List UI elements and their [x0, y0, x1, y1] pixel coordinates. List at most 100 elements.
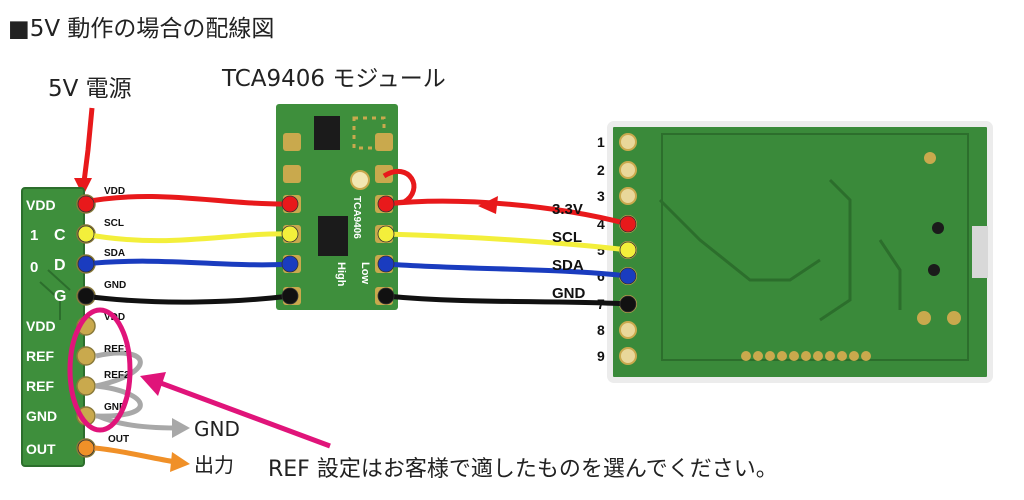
wire-end-cap — [619, 241, 637, 259]
sensor-bottom-pad — [765, 351, 775, 361]
wire-end-cap — [619, 215, 637, 233]
left-label-sda: SDA — [104, 248, 125, 259]
left-label-out: OUT — [108, 434, 129, 445]
left-board: VDD C D G VDD REF REF GND OUT 1 0 — [21, 187, 96, 467]
sensor-bottom-pad — [801, 351, 811, 361]
power-label: 5V 電源 — [48, 76, 132, 102]
wire-scl-left — [83, 231, 291, 244]
sensor-pin-number: 3 — [597, 188, 605, 204]
wire-ref1-loop — [95, 350, 143, 389]
left-silk-vdd: VDD — [26, 197, 56, 213]
wire-gnd-right — [385, 293, 629, 307]
left-silk-ref1: REF — [26, 348, 54, 364]
module-pad-r — [375, 133, 393, 151]
gnd-output-label: GND — [194, 417, 240, 441]
left-silk-c: C — [54, 227, 66, 244]
page-title: ■5V 動作の場合の配線図 — [8, 16, 274, 42]
sensor-trace — [878, 239, 902, 310]
wire-end-cap — [377, 287, 395, 305]
out-arrow-head — [170, 452, 190, 472]
module-pad-l — [283, 165, 301, 183]
left-label-gnd2: GND — [104, 402, 126, 413]
left-board-pad — [76, 376, 96, 396]
sensor-pin-number: 8 — [597, 322, 605, 338]
wire-vdd-right — [385, 198, 629, 227]
sensor-pin-pad — [619, 347, 637, 365]
right-label-gnd: GND — [552, 285, 586, 302]
wire-sda-left — [83, 258, 291, 268]
module-silk-part: TCA9406 — [351, 196, 362, 239]
sensor-pin-number: 5 — [597, 242, 605, 258]
sensor-trace — [819, 178, 852, 322]
wire-vdd-left — [83, 193, 291, 207]
wire-out — [93, 445, 177, 465]
wire-end-cap — [377, 225, 395, 243]
left-silk-g: G — [54, 288, 66, 305]
sensor-connector — [972, 226, 988, 278]
sensor-pad — [917, 311, 931, 325]
module-jumper-pad — [350, 170, 370, 190]
right-label-3v3: 3.3V — [552, 201, 583, 218]
sensor-trace — [658, 198, 821, 282]
sensor-pcb — [610, 124, 990, 380]
wire-end-cap — [619, 267, 637, 285]
wire-end-cap — [281, 255, 299, 273]
left-label-ref2: REF2 — [104, 370, 130, 381]
left-board-pcb — [22, 188, 84, 466]
right-label-sda: SDA — [552, 257, 584, 274]
left-silk-out: OUT — [26, 441, 56, 457]
ref-note-arrow-line — [157, 379, 331, 449]
module-silk-high: High — [335, 262, 347, 287]
sensor-pin-pad — [619, 133, 637, 151]
wire-scl-right — [385, 231, 629, 253]
sensor-bottom-pad — [741, 351, 751, 361]
gnd-arrow-head — [172, 418, 190, 438]
left-board-trace — [47, 269, 71, 291]
ref-highlight-ellipse — [67, 307, 133, 433]
sensor-via — [928, 264, 940, 276]
sensor-bottom-pad — [849, 351, 859, 361]
wire-sda-right — [385, 261, 629, 279]
ref-note-arrow-head — [140, 372, 166, 396]
sensor-board — [607, 121, 993, 383]
module-pad-l — [283, 133, 301, 151]
left-silk-digit-0: 0 — [30, 259, 38, 276]
wire-end-cap — [281, 195, 299, 213]
sensor-pin-pad — [619, 161, 637, 179]
out-output-label: 出力 — [194, 453, 234, 477]
left-board-trace — [39, 281, 61, 320]
sensor-bottom-pads — [741, 351, 871, 361]
left-silk-gnd: GND — [26, 408, 57, 424]
sensor-pin-number: 9 — [597, 348, 605, 364]
sensor-pcb-edge — [607, 121, 993, 383]
wire-end-caps — [77, 195, 637, 457]
left-label-ref1: REF1 — [104, 344, 130, 355]
sensor-bottom-pad — [777, 351, 787, 361]
left-silk-digit-1: 1 — [30, 227, 38, 244]
sensor-bottom-pad — [753, 351, 763, 361]
sensor-bottom-pad — [813, 351, 823, 361]
left-label-scl: SCL — [104, 218, 124, 229]
sensor-pad — [947, 311, 961, 325]
wire-gnd-left — [83, 293, 291, 305]
left-label-vdd: VDD — [104, 186, 125, 197]
power-arrow-line — [81, 107, 95, 183]
sensor-pin-pad — [619, 187, 637, 205]
module-ic-top — [314, 116, 340, 150]
wire-end-cap — [377, 255, 395, 273]
wire-end-cap — [77, 439, 95, 457]
sensor-pin-number: 1 — [597, 134, 605, 150]
ref-note: REF 設定はお客様で適したものを選んでください。 — [268, 457, 778, 482]
wire-ref2-loop — [95, 383, 143, 419]
wire-vdd-arrow — [478, 196, 498, 214]
sensor-via — [932, 222, 944, 234]
sensor-bottom-pad — [825, 351, 835, 361]
right-label-scl: SCL — [552, 229, 582, 246]
left-silk-ref2: REF — [26, 378, 54, 394]
wire-end-cap — [77, 255, 95, 273]
wire-end-cap — [281, 287, 299, 305]
sensor-bottom-pad — [861, 351, 871, 361]
left-silk-d: D — [54, 257, 66, 274]
sensor-pin-number: 2 — [597, 162, 605, 178]
